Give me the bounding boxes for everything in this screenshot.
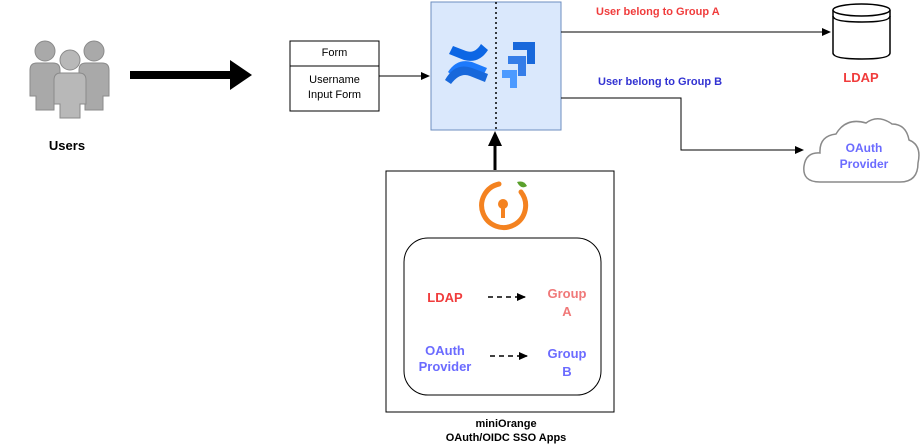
mapping-oauth-line1: OAuth [425,343,465,358]
mapping-ldap-label: LDAP [427,290,463,305]
form-body-line1: Username [309,74,360,86]
users-to-form-arrow [130,60,252,90]
form-title: Form [321,47,348,59]
mapping-group-a-line1: Group [547,286,587,301]
edge-to-oauth [561,97,804,154]
oauth-label-line2: Provider [839,157,889,171]
miniorange-label-line2: OAuth/OIDC SSO Apps [445,432,567,444]
atlassian-box [430,1,562,131]
miniorange-to-atlassian-arrow [488,131,502,170]
users-icon [29,40,110,119]
oauth-cloud-icon [803,118,920,183]
mapping-group-a-line2: A [562,304,572,319]
ldap-database-icon [832,3,891,60]
mapping-group-b-line1: Group [547,346,587,361]
form-body-line2: Input Form [307,89,362,101]
edge-label-group-b: User belong to Group B [598,76,723,88]
miniorange-label-line1: miniOrange [475,418,537,430]
mapping-oauth-line2: Provider [418,359,472,374]
oauth-label-line1: OAuth [845,141,883,155]
group-mapping-box [403,237,602,396]
mapping-group-b-line2: B [562,364,572,379]
users-label: Users [48,138,86,153]
edge-label-group-a: User belong to Group A [596,6,720,18]
confluence-icon [445,44,488,84]
miniorange-logo-icon [479,181,529,230]
jira-icon [502,42,535,88]
form-box [289,40,380,112]
ldap-label: LDAP [843,70,879,85]
